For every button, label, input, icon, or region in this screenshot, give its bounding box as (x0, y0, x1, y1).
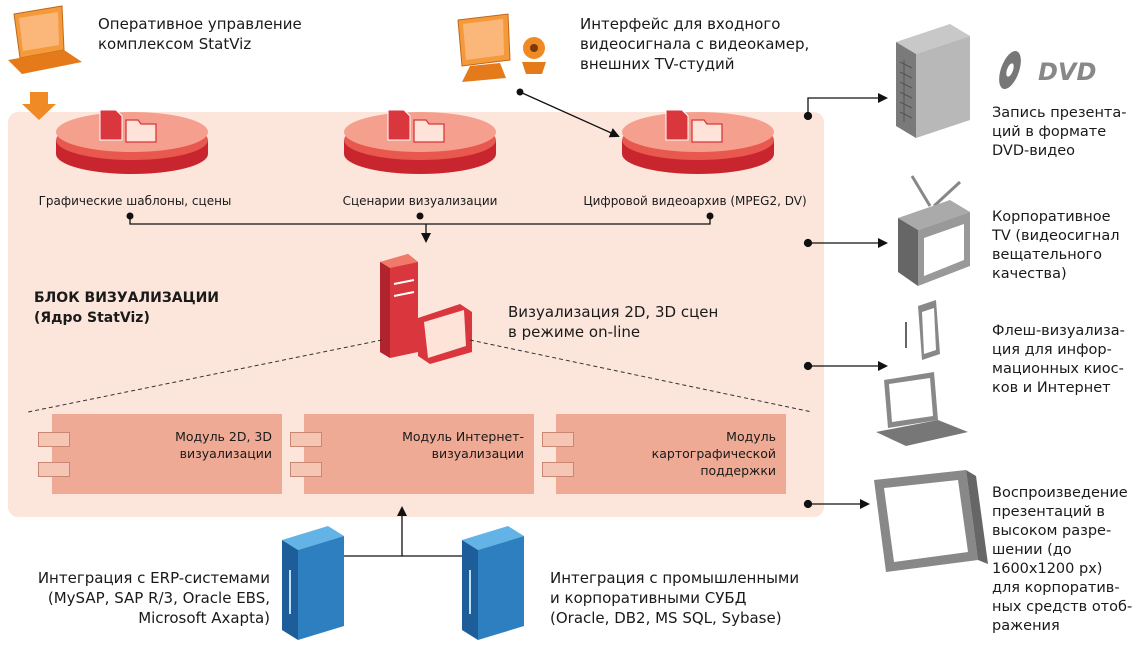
output-tv-text: Корпоративное TV (видеосигнал вещательно… (992, 208, 1119, 284)
kiosk-device-icon (905, 300, 940, 360)
erp-book-icon (282, 526, 344, 640)
down-arrow-icon (22, 92, 56, 120)
server-tower-icon (896, 24, 970, 138)
dbms-integration-text: Интеграция с промышленными и корпоративн… (550, 568, 799, 628)
laptop-grey-icon (876, 372, 968, 446)
storage-bus-line (129, 216, 711, 225)
video-interface-line3: внешних TV-студий (580, 55, 735, 73)
output-line: DVD-видео (992, 143, 1076, 159)
output-line: Флеш-визуализа- (992, 323, 1125, 339)
file-folder-icon (387, 109, 445, 143)
module-tab (542, 432, 574, 447)
module-internet: Модуль Интернет- визуализации (290, 414, 534, 494)
file-folder-icon (99, 109, 157, 143)
output-line: ных средств отоб- (992, 599, 1133, 615)
module-tab (38, 462, 70, 477)
dvd-disc-icon (999, 50, 1021, 90)
video-interface-text: Интерфейс для входного видеосигнала с ви… (580, 14, 809, 74)
large-display-icon (874, 470, 988, 572)
output-line: Воспроизведение (992, 485, 1128, 501)
output-line: ражения (992, 618, 1060, 634)
dbms-line3: (Oracle, DB2, MS SQL, Sybase) (550, 609, 782, 627)
dbms-line1: Интеграция с промышленными (550, 569, 800, 587)
video-interface-line1: Интерфейс для входного (580, 15, 781, 33)
store-label-archive: Цифровой видеоархив (MPEG2, DV) (583, 194, 807, 208)
tv-icon (898, 175, 970, 286)
module-label-line: визуализации (179, 446, 272, 461)
output-line: ков и Интернет (992, 380, 1111, 396)
output-line: Запись презента- (992, 105, 1127, 121)
rendering-text: Визуализация 2D, 3D сцен в режиме on-lin… (508, 302, 718, 342)
store-disk-1 (56, 112, 208, 174)
module-cartography-label: Модуль картографической поддержки (652, 428, 776, 479)
server-workstation-icon (380, 254, 472, 364)
dbms-book-icon (462, 526, 524, 640)
output-line: высоком разре- (992, 523, 1112, 539)
output-line: презентаций в (992, 504, 1105, 520)
output-hires-text: Воспроизведение презентаций в высоком ра… (992, 484, 1132, 636)
output-line: шении (до (992, 542, 1072, 558)
rendering-text-line2: в режиме on-line (508, 323, 641, 341)
output-line: качества) (992, 266, 1067, 282)
rendering-text-line1: Визуализация 2D, 3D сцен (508, 303, 719, 321)
module-label-line: Модуль (726, 429, 776, 444)
store-label-templates: Графические шаблоны, сцены (38, 194, 232, 208)
output-line: TV (видеосигнал (992, 228, 1120, 244)
module-2d3d-label: Модуль 2D, 3D визуализации (175, 428, 272, 462)
monitor-webcam-icon (457, 13, 546, 82)
output-line: Корпоративное (992, 209, 1111, 225)
dvd-logo: DVD (1038, 58, 1096, 86)
module-label-line: поддержки (700, 463, 776, 478)
module-internet-label: Модуль Интернет- визуализации (402, 428, 524, 462)
store-label-scenarios: Сценарии визуализации (342, 194, 498, 208)
control-text: Оперативное управление комплексом StatVi… (98, 14, 302, 54)
output-line: мационных киос- (992, 361, 1124, 377)
erp-line2: (MySAP, SAP R/3, Oracle EBS, (47, 589, 270, 607)
control-text-line1: Оперативное управление (98, 15, 302, 33)
module-label-line: Модуль 2D, 3D (175, 429, 272, 444)
core-title-line2: (Ядро StatViz) (34, 310, 150, 326)
core-title: БЛОК ВИЗУАЛИЗАЦИИ (Ядро StatViz) (34, 288, 219, 328)
laptop-icon (8, 5, 82, 74)
module-label-line: визуализации (431, 446, 524, 461)
module-label-line: картографической (651, 446, 776, 461)
video-interface-line2: видеосигнала с видеокамер, (580, 35, 810, 53)
module-2d3d: Модуль 2D, 3D визуализации (38, 414, 282, 494)
erp-integration-text: Интеграция с ERP-системами (MySAP, SAP R… (0, 568, 270, 628)
module-cartography: Модуль картографической поддержки (542, 414, 786, 494)
video-input-arrow (519, 91, 620, 138)
core-title-line1: БЛОК ВИЗУАЛИЗАЦИИ (34, 290, 220, 306)
module-tab (38, 432, 70, 447)
module-label-line: Модуль Интернет- (402, 429, 524, 444)
erp-line3: Microsoft Axapta) (138, 609, 270, 627)
erp-line1: Интеграция с ERP-системами (37, 569, 270, 587)
output-line: ций в формате (992, 124, 1107, 140)
output-line: 1600x1200 px) (992, 561, 1103, 577)
output-line: ция для инфор- (992, 342, 1112, 358)
module-tab (290, 462, 322, 477)
output-line: для корпоратив- (992, 580, 1120, 596)
file-folder-icon (665, 109, 723, 143)
output-line: вещательного (992, 247, 1103, 263)
output-dvd-text: Запись презента- ций в формате DVD-видео (992, 104, 1127, 161)
control-text-line2: комплексом StatViz (98, 35, 252, 53)
module-tab (542, 462, 574, 477)
module-tab (290, 432, 322, 447)
dbms-line2: и корпоративными СУБД (550, 589, 747, 607)
output-flash-text: Флеш-визуализа- ция для инфор- мационных… (992, 322, 1125, 398)
